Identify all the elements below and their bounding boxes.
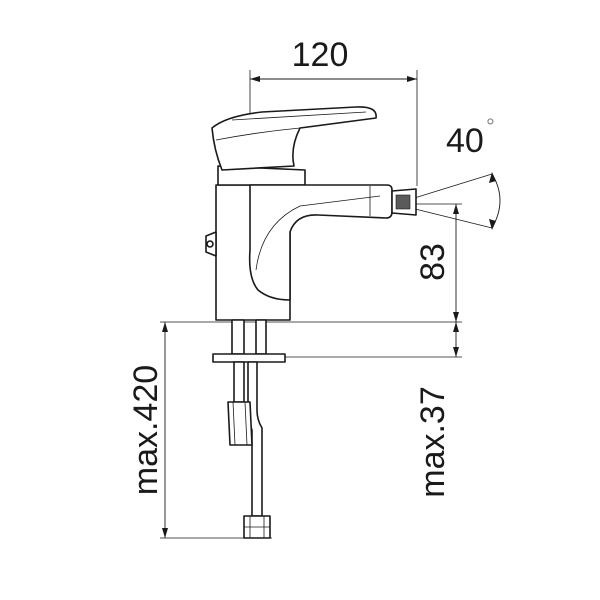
deck-thickness-label: max.37	[414, 386, 452, 498]
mounting-assembly	[212, 319, 286, 539]
spout-height-label: 83	[414, 243, 452, 281]
dimension-spout-height	[453, 204, 459, 322]
dimension-hose-length	[162, 322, 168, 538]
faucet-body	[205, 165, 417, 321]
hose-length-label: max.420	[127, 365, 165, 495]
dimension-deck-thickness	[453, 322, 459, 357]
width-label: 120	[292, 36, 349, 74]
dimension-width	[250, 76, 417, 82]
dimension-angle-arc	[489, 172, 501, 230]
faucet-lever-handle	[211, 106, 377, 171]
angle-degree-symbol: °	[486, 114, 495, 139]
angle-label: 40	[446, 122, 484, 160]
